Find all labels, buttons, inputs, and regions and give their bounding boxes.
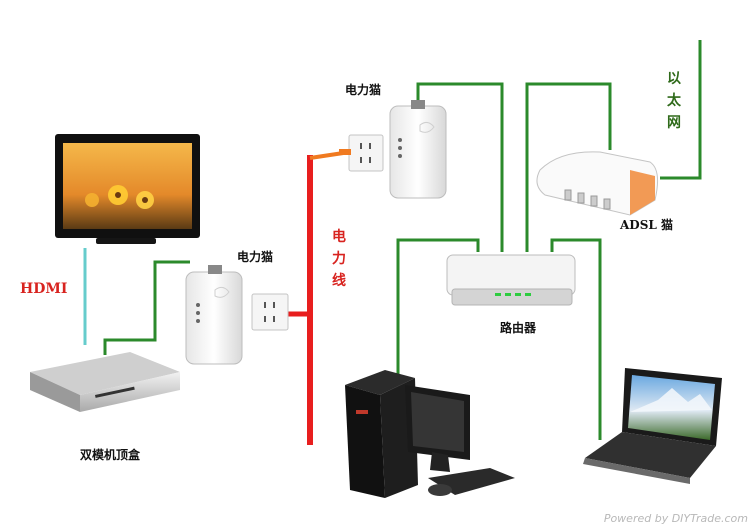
plug-connector [339,149,351,155]
powerline-adapter-left [185,265,243,365]
watermark: Powered by DIYTrade.com [603,512,748,525]
tv [55,134,200,244]
ethernet-cable-wan [660,40,702,180]
desktop-pc [345,370,515,498]
powerline-adapter-top [389,100,447,199]
laptop [583,368,722,484]
set-top-box [30,352,180,412]
ethernet-cable-laptop [550,238,602,440]
ethernet-cable-powerline-router [416,82,504,252]
wall-socket-top [348,134,384,172]
adsl-modem-label: ADSL 猫 [620,218,673,232]
power-line-cable [288,155,313,445]
ethernet-cable-pc [396,238,480,380]
adsl-modem [536,151,659,216]
powerline-top-label: 电力猫 [345,83,382,97]
power-line-label: 电力线 [332,229,346,289]
wall-socket-left [251,293,289,331]
powerline-left-label: 电力猫 [237,250,274,264]
router [446,254,576,306]
ethernet-cable-stb [103,260,190,355]
ethernet-cable-router-adsl [525,82,612,252]
set-top-box-label: 双模机顶盒 [80,448,141,462]
hdmi-label: HDMI [20,281,68,297]
ethernet-label: 以太网 [667,71,681,131]
router-label: 路由器 [500,321,537,335]
